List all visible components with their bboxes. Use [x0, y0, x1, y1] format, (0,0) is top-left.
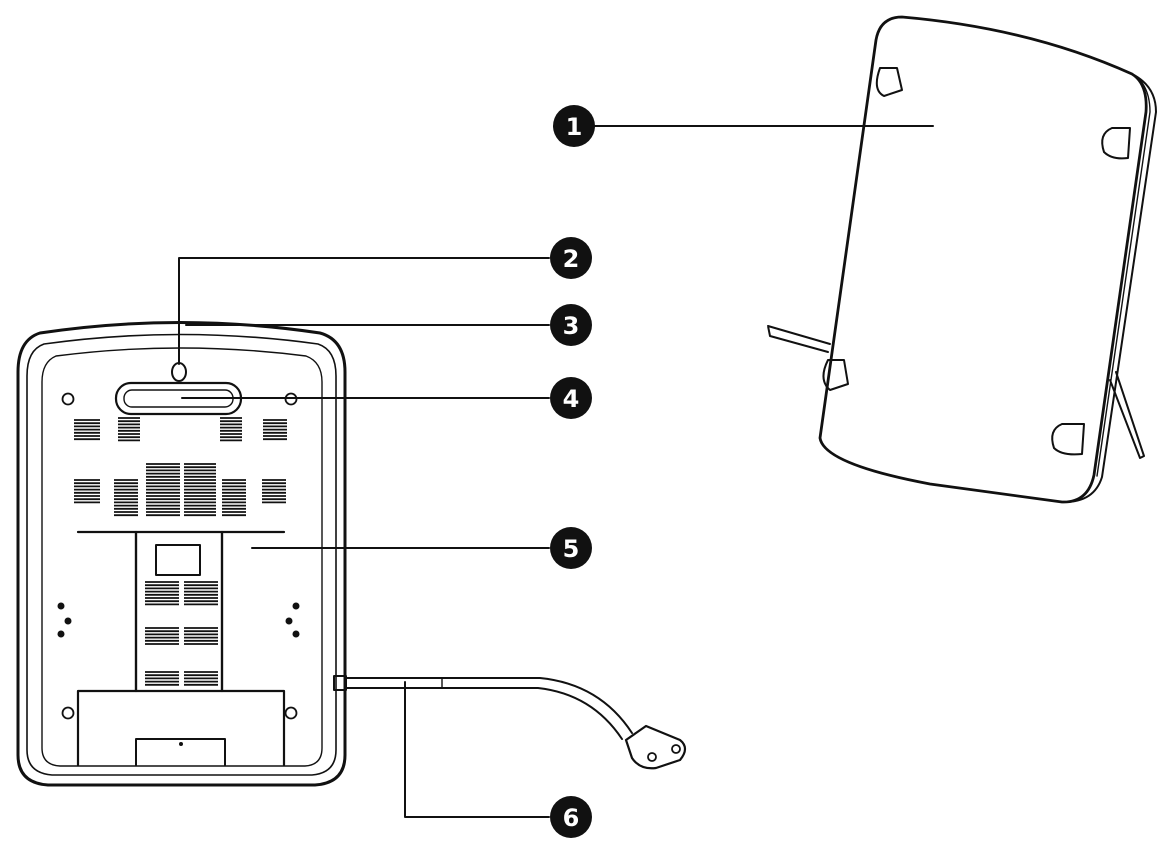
vent-block — [184, 581, 218, 606]
callout-circle — [550, 527, 592, 569]
vent-block — [145, 627, 179, 645]
vent-block — [220, 417, 242, 442]
cable-top-edge — [345, 677, 633, 734]
rear-view-device — [16, 321, 347, 787]
vent-block — [145, 671, 179, 686]
clip-bottom-right — [1051, 423, 1085, 456]
plug-body — [624, 724, 687, 770]
mounting-hole — [171, 362, 187, 382]
plug-pin-left — [647, 752, 657, 762]
callout-circle — [550, 237, 592, 279]
clip-bottom-left — [822, 359, 849, 391]
vent-block — [146, 463, 180, 517]
stand-left-leg — [76, 530, 138, 767]
callout-number: 3 — [563, 312, 580, 340]
callout-c4: 4 — [550, 377, 592, 419]
callout-number: 5 — [563, 535, 580, 563]
power-cable — [333, 675, 687, 770]
leader-6 — [404, 681, 550, 818]
vent-block — [262, 479, 286, 504]
stand-right-leg — [220, 530, 286, 767]
clip-top-right — [1101, 127, 1131, 160]
vent-block — [118, 417, 140, 442]
callout-number: 4 — [563, 385, 580, 413]
callout-circle — [550, 377, 592, 419]
callout-circle — [550, 304, 592, 346]
kickstand-rear — [1109, 371, 1145, 459]
stand-label-window — [155, 544, 201, 576]
vent-grilles — [74, 417, 287, 686]
side-panel-edge-inner — [1096, 79, 1151, 477]
stand-foot-dot — [179, 742, 183, 746]
cable-socket — [333, 675, 347, 691]
callout-c1: 1 — [553, 105, 595, 147]
dot-left-3 — [57, 630, 65, 638]
callout-number: 1 — [566, 113, 583, 141]
dot-right-2 — [285, 617, 293, 625]
dot-right-1 — [292, 602, 300, 610]
callout-circle — [553, 105, 595, 147]
dot-left-2 — [64, 617, 72, 625]
screw-bottom-left — [61, 706, 75, 720]
callout-c5: 5 — [550, 527, 592, 569]
leader-lines — [178, 125, 934, 818]
side-panel-front — [818, 15, 1148, 504]
callout-c6: 6 — [550, 796, 592, 838]
dot-left-1 — [57, 602, 65, 610]
vent-block — [114, 479, 138, 517]
side-view-device — [767, 15, 1157, 504]
kickstand-front — [767, 325, 831, 353]
plug-pin-right — [671, 744, 681, 754]
screw-top-left — [61, 392, 75, 406]
rear-inner-panel — [41, 347, 323, 767]
callout-c2: 2 — [550, 237, 592, 279]
vent-block — [184, 671, 218, 686]
callout-c3: 3 — [550, 304, 592, 346]
rear-inner-rim — [26, 333, 337, 776]
screw-group — [57, 392, 300, 720]
clip-top-left — [875, 67, 903, 97]
leader-2 — [178, 257, 550, 365]
stand-center — [134, 530, 224, 693]
vent-block — [145, 581, 179, 606]
vent-block — [263, 419, 287, 441]
vent-block — [74, 419, 100, 441]
vent-block — [184, 463, 216, 517]
rear-outer-housing — [16, 321, 347, 787]
vent-block — [222, 479, 246, 517]
screw-bottom-right — [284, 706, 298, 720]
callout-number: 2 — [563, 245, 580, 273]
cable-bottom-edge — [345, 687, 623, 740]
vent-block — [184, 627, 218, 645]
callout-circle — [550, 796, 592, 838]
side-panel-edge — [1061, 73, 1157, 504]
vent-block — [74, 479, 100, 504]
callout-number: 6 — [563, 804, 580, 832]
dot-right-3 — [292, 630, 300, 638]
stand-foot — [135, 738, 226, 766]
